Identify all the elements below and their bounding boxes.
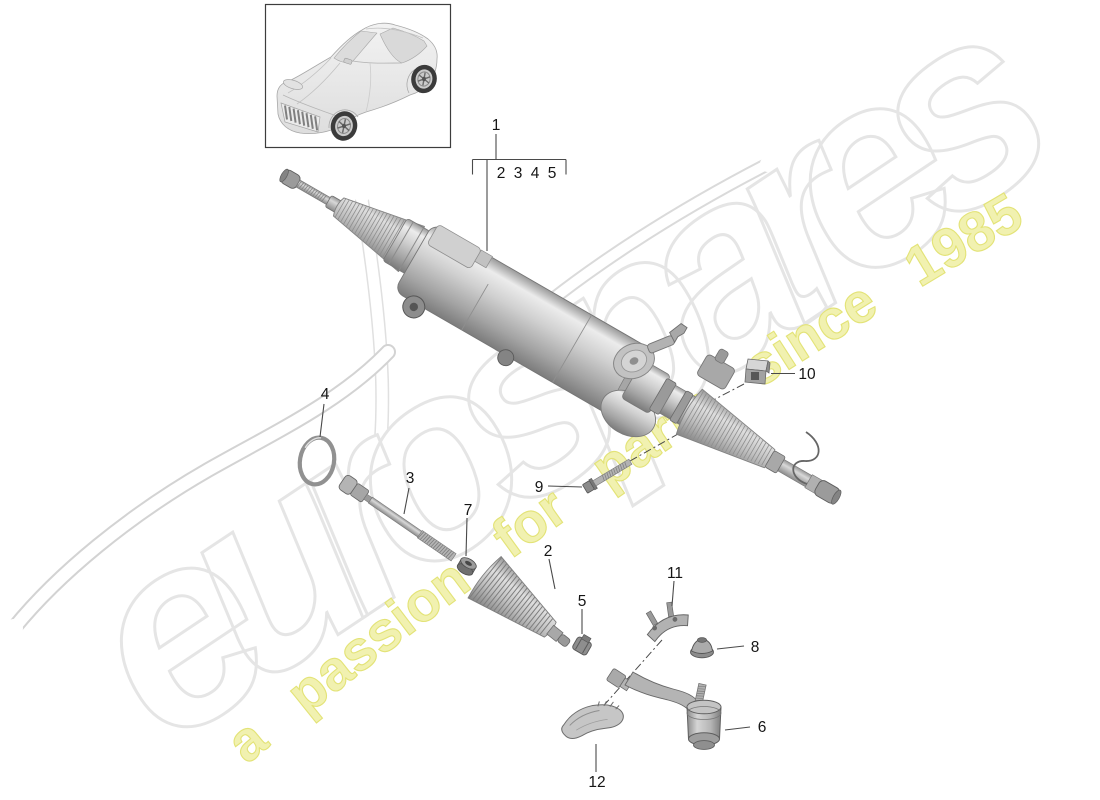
- svg-text:9: 9: [535, 479, 544, 496]
- svg-text:3: 3: [514, 165, 523, 182]
- svg-text:6: 6: [758, 719, 767, 736]
- svg-text:5: 5: [548, 165, 557, 182]
- svg-text:2: 2: [497, 165, 506, 182]
- svg-text:2: 2: [544, 543, 553, 560]
- svg-text:4: 4: [531, 165, 540, 182]
- svg-text:12: 12: [588, 774, 605, 791]
- svg-text:10: 10: [798, 366, 816, 383]
- svg-text:3: 3: [406, 470, 415, 487]
- svg-text:eurospares: eurospares: [29, 0, 1098, 800]
- svg-text:4: 4: [321, 386, 330, 403]
- svg-text:1: 1: [492, 117, 501, 134]
- svg-text:11: 11: [667, 565, 683, 582]
- svg-text:7: 7: [464, 502, 473, 519]
- svg-text:5: 5: [578, 593, 587, 610]
- svg-text:8: 8: [751, 639, 760, 656]
